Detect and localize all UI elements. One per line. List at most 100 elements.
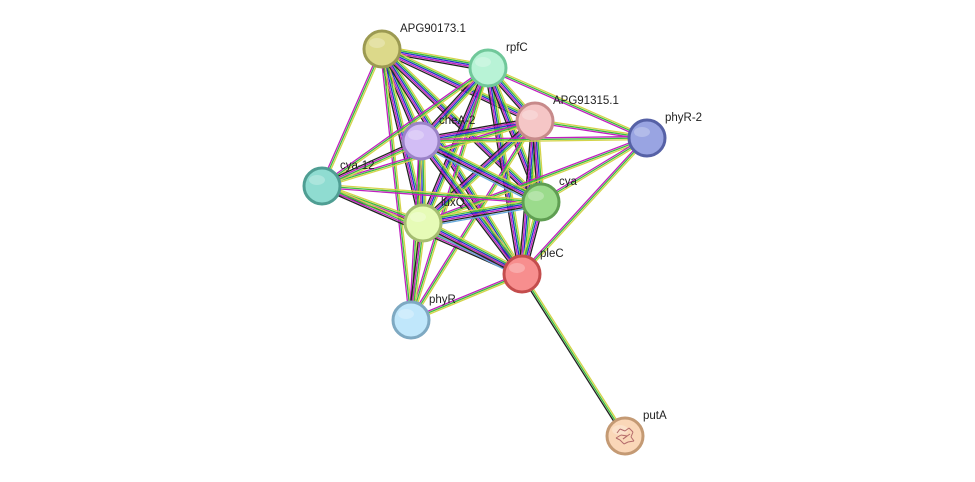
edge-evidence-line [411, 274, 523, 323]
edge-plec-phyr[interactable] [410, 271, 523, 323]
edge-chea-2-cya[interactable] [418, 136, 544, 207]
edge-evidence-line [322, 68, 490, 188]
node-highlight [509, 263, 525, 273]
node-highlight [398, 309, 414, 319]
node-phyr-2[interactable]: phyR-2 [627, 112, 702, 158]
edge-chea-2-plec[interactable] [417, 138, 526, 277]
edge-evidence-line [540, 137, 648, 203]
edge-evidence-line [382, 46, 536, 121]
node-label: cya [559, 176, 578, 188]
edge-evidence-line [410, 271, 522, 320]
edge-evidence-line [422, 200, 541, 223]
edge-evidence-line [321, 67, 489, 187]
edge-evidence-line [487, 68, 647, 141]
node-phyr[interactable]: phyR [391, 294, 456, 340]
edge-evidence-line [423, 202, 542, 225]
node-apg90173-1[interactable]: APG90173.1 [362, 23, 466, 69]
node-highlight [408, 130, 424, 140]
edge-evidence-line [410, 120, 536, 321]
edge-evidence-line [419, 141, 522, 276]
node-label: phyR [429, 294, 456, 306]
edge-phyr-2-plec[interactable] [520, 136, 649, 276]
edge-phyr-2-cya[interactable] [539, 136, 649, 204]
edge-evidence-line [420, 67, 488, 223]
edge-evidence-line [319, 48, 382, 186]
node-circle[interactable] [401, 121, 441, 161]
edge-evidence-line [521, 273, 626, 437]
edge-evidence-line [423, 138, 648, 226]
edge-evidence-line [422, 135, 647, 223]
node-luxq[interactable]: luxQ [403, 197, 465, 243]
edge-evidence-line [423, 203, 542, 227]
edge-cya-12-cya[interactable] [321, 183, 542, 205]
edge-rpfc-phyr-2[interactable] [487, 65, 648, 141]
node-highlight [528, 191, 544, 201]
edge-evidence-line [521, 137, 648, 275]
edge-evidence-line [320, 66, 488, 186]
edge-evidence-line [321, 185, 542, 203]
node-label: luxQ [441, 197, 465, 209]
edge-evidence-line [487, 67, 648, 139]
edge-evidence-line [421, 138, 543, 201]
edge-evidence-line [381, 48, 536, 122]
edge-evidence-line [422, 136, 544, 200]
edge-evidence-line [539, 136, 647, 202]
node-plec[interactable]: pleC [502, 248, 564, 294]
edge-phyr-2-luxq[interactable] [422, 135, 648, 226]
node-circle[interactable] [515, 101, 555, 141]
edge-luxq-cya[interactable] [422, 197, 542, 228]
node-cya[interactable]: cya [521, 176, 578, 222]
edge-evidence-line [423, 138, 526, 273]
edge-evidence-line [520, 136, 647, 274]
edge-evidence-line [422, 137, 648, 224]
edge-evidence-line [423, 205, 542, 228]
edge-evidence-line [411, 121, 537, 322]
edge-apg90173-1-phyr[interactable] [379, 48, 414, 321]
edge-apg90173-1-cya-12[interactable] [319, 48, 385, 187]
node-circle[interactable] [521, 182, 561, 222]
edge-evidence-line [488, 65, 648, 138]
edge-evidence-line [522, 272, 627, 436]
edge-evidence-line [409, 119, 535, 320]
edge-evidence-line [417, 142, 520, 277]
edge-rpfc-cya-12[interactable] [320, 66, 490, 188]
node-chea-2[interactable]: cheA-2 [401, 115, 475, 161]
node-apg91315-1[interactable]: APG91315.1 [515, 95, 619, 141]
edge-evidence-line [418, 143, 540, 207]
node-circle[interactable] [502, 254, 542, 294]
edge-evidence-line [322, 49, 385, 187]
edge-evidence-line [322, 183, 542, 202]
edge-evidence-line [381, 48, 412, 321]
edge-plec-puta[interactable] [520, 272, 627, 438]
edge-evidence-line [522, 138, 649, 276]
edge-apg91315-1-phyr[interactable] [409, 119, 537, 322]
edge-evidence-line [422, 197, 541, 220]
node-highlight [634, 127, 650, 137]
edge-evidence-line [321, 48, 383, 187]
node-label: putA [643, 410, 667, 422]
edge-evidence-line [541, 138, 649, 204]
node-puta[interactable]: putA [605, 410, 667, 456]
edge-evidence-line [321, 186, 541, 205]
node-circle[interactable] [403, 203, 443, 243]
node-circle[interactable] [468, 48, 508, 88]
node-rpfc[interactable]: rpfC [468, 42, 528, 88]
node-circle[interactable] [391, 300, 431, 340]
edge-evidence-line [520, 274, 625, 438]
node-highlight [309, 175, 325, 185]
node-cya-12[interactable]: cya-12 [302, 160, 375, 206]
node-highlight [410, 212, 426, 222]
edge-evidence-line [420, 117, 535, 139]
node-highlight [522, 110, 538, 120]
node-label: cya-12 [340, 160, 375, 172]
node-circle[interactable] [362, 29, 402, 69]
edge-evidence-line [419, 142, 541, 205]
node-circle[interactable] [302, 166, 342, 206]
edge-evidence-line [422, 198, 541, 222]
node-circle[interactable] [627, 118, 667, 158]
edge-evidence-line [421, 139, 542, 202]
edge-evidence-line [490, 67, 526, 274]
node-label: rpfC [506, 42, 528, 54]
